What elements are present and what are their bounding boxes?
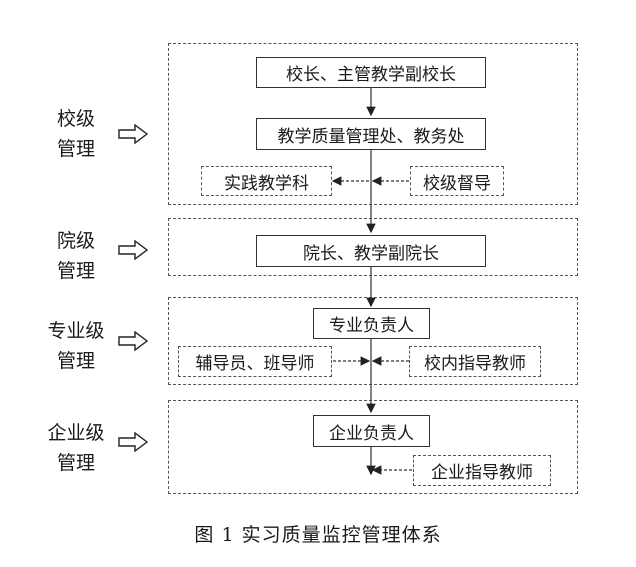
school-level-panel: [168, 43, 578, 205]
counselor-box: 辅导员、班导师: [178, 346, 332, 377]
college-level-label: 院级 管理: [36, 226, 116, 286]
school-mentor-box: 校内指导教师: [409, 346, 541, 377]
figure-caption: 图 1 实习质量监控管理体系: [194, 524, 442, 546]
enterprise-head-box: 企业负责人: [313, 415, 430, 447]
enterprise-level-arrow-icon: [118, 432, 148, 452]
college-level-panel: [168, 218, 578, 276]
major-head-box: 专业负责人: [313, 308, 430, 339]
major-level-line1: 专业级: [47, 320, 105, 342]
major-level-panel: [168, 297, 578, 385]
school-level-line2: 管理: [56, 138, 95, 160]
enterprise-level-label: 企业级 管理: [36, 418, 116, 478]
enterprise-level-panel: [168, 400, 578, 494]
enterprise-mentor-box: 企业指导教师: [413, 455, 551, 486]
enterprise-level-line2: 管理: [56, 452, 95, 474]
school-level-label: 校级 管理: [36, 104, 116, 164]
quality-office-box: 教学质量管理处、教务处: [256, 118, 486, 150]
school-supervision-box: 校级督导: [410, 166, 504, 196]
practice-section-box: 实践教学科: [201, 166, 332, 196]
principal-box: 校长、主管教学副校长: [256, 57, 486, 88]
college-level-line1: 院级: [56, 230, 95, 252]
school-level-arrow-icon: [118, 124, 148, 144]
major-level-label: 专业级 管理: [36, 316, 116, 376]
college-level-arrow-icon: [118, 240, 148, 260]
enterprise-level-line1: 企业级: [47, 422, 105, 444]
dean-box: 院长、教学副院长: [256, 235, 486, 267]
school-level-line1: 校级: [56, 108, 95, 130]
major-level-arrow-icon: [118, 331, 148, 351]
major-level-line2: 管理: [56, 350, 95, 372]
college-level-line2: 管理: [56, 260, 95, 282]
